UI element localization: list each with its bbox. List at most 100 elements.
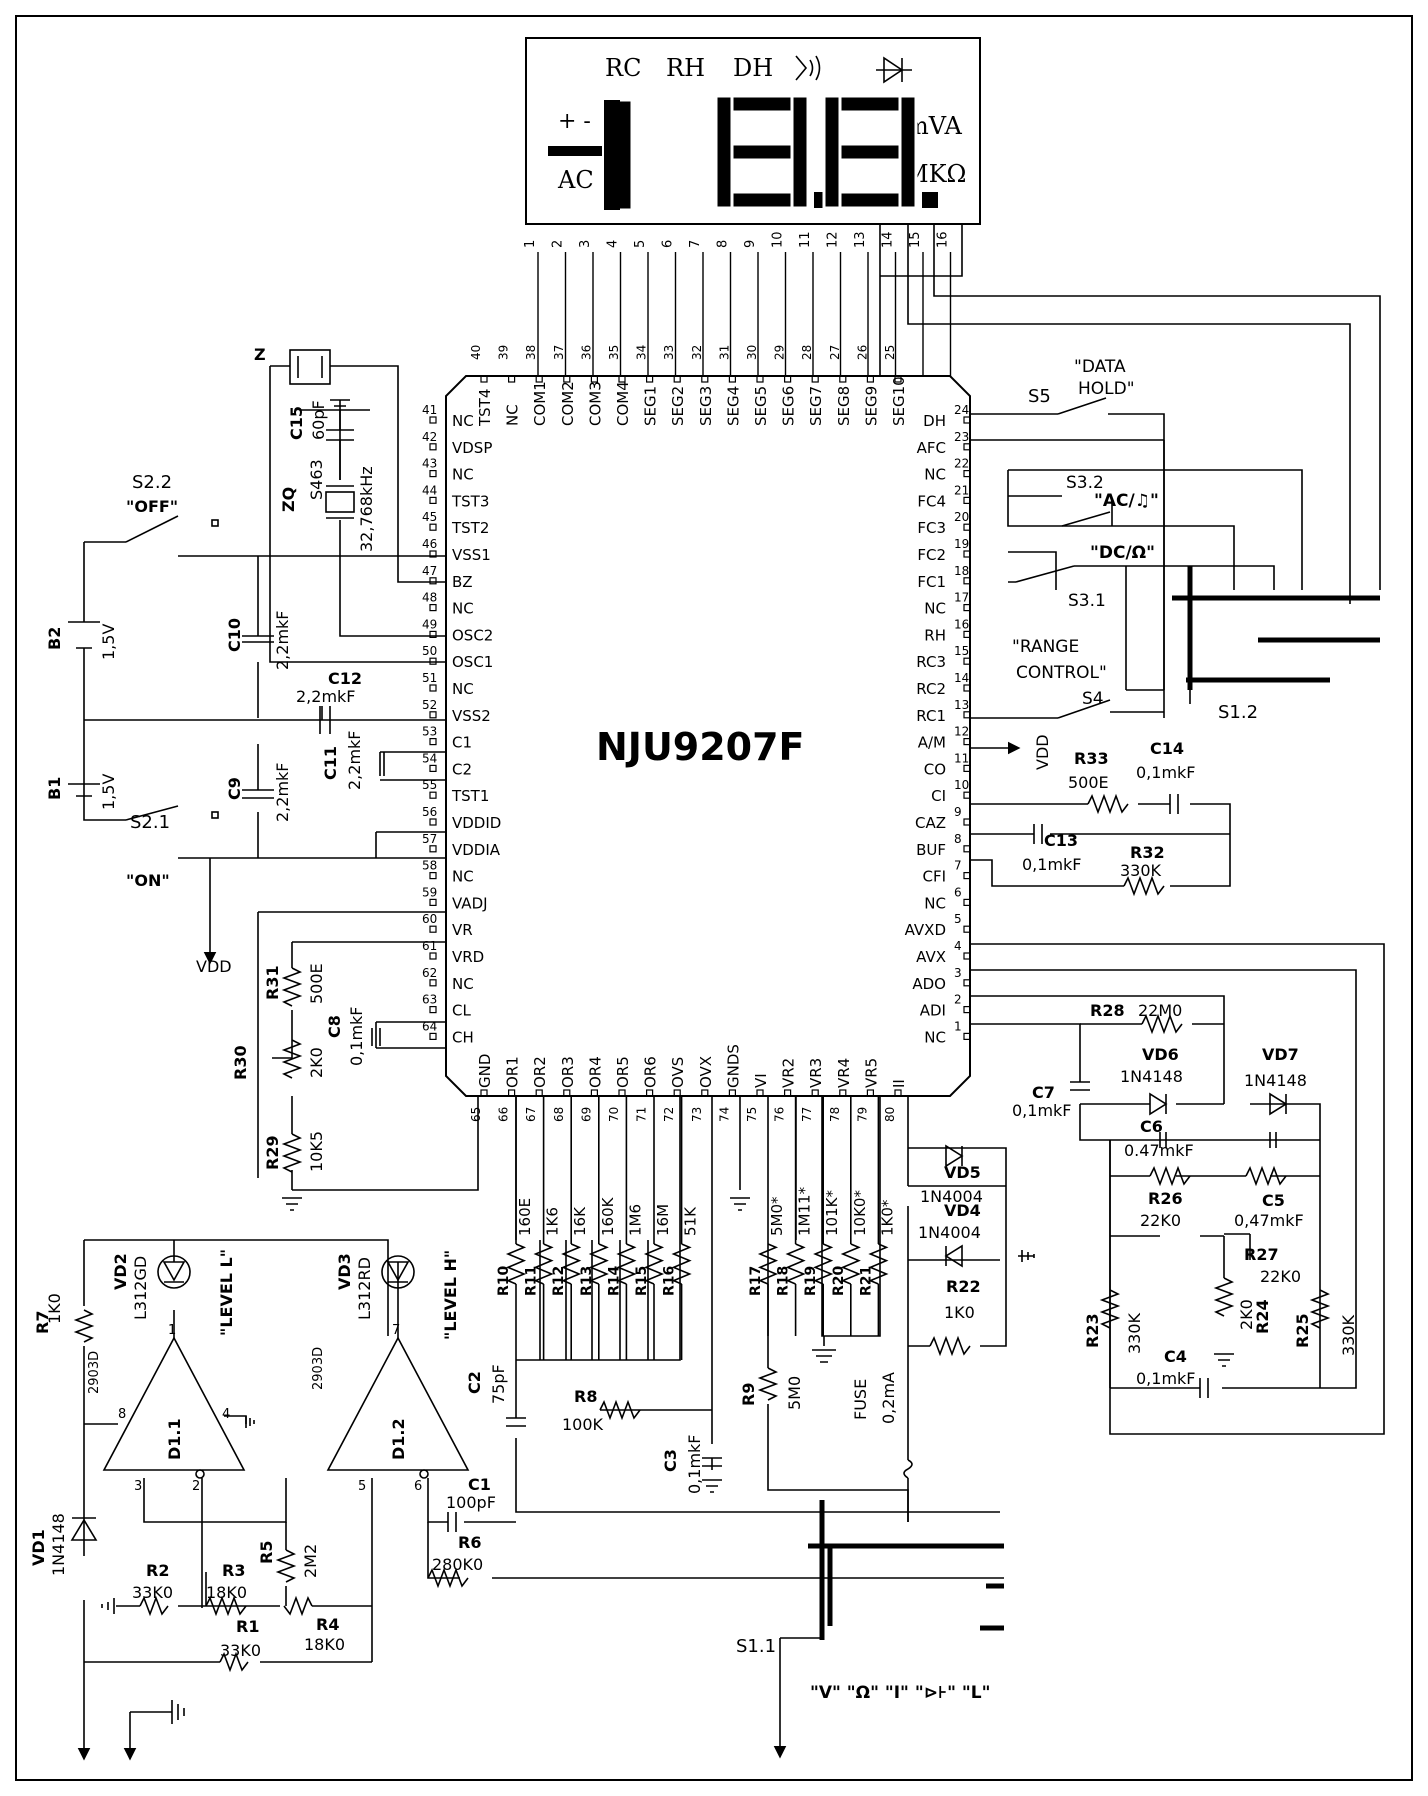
label-fuse: FUSE bbox=[851, 1379, 870, 1420]
chip-pin-label-56: VDDID bbox=[452, 814, 501, 832]
chip-pin-num-13: 13 bbox=[954, 698, 969, 712]
chip-pin-label-19: FC2 bbox=[917, 546, 946, 564]
lcd-pin-16: 16 bbox=[936, 231, 951, 248]
label-r33: R33 bbox=[1074, 749, 1109, 768]
chip-pin-label-10: CI bbox=[931, 787, 946, 805]
chip-pin-num-40: 40 bbox=[469, 345, 483, 360]
chip-pin-num-33: 33 bbox=[662, 345, 676, 360]
label-c3-val: 0,1mkF bbox=[685, 1435, 704, 1495]
label-vd3-val: L312RD bbox=[355, 1257, 374, 1320]
chip-pin-label-26: SEG9 bbox=[862, 386, 880, 426]
label-s11: S1.1 bbox=[736, 1636, 776, 1657]
chip-pin-num-15: 15 bbox=[954, 644, 969, 658]
label-vd2-val: L312GD bbox=[131, 1256, 150, 1320]
label-r27: R27 bbox=[1244, 1245, 1279, 1264]
chip-pin-num-29: 29 bbox=[773, 345, 787, 360]
label-r6: R6 bbox=[458, 1533, 481, 1552]
label-c7-val: 0,1mkF bbox=[1012, 1101, 1072, 1120]
label-r31: R31 bbox=[263, 965, 282, 1000]
shunt-res-name: R21 bbox=[858, 1266, 874, 1296]
range-res-val: 1M6 bbox=[626, 1204, 644, 1236]
chip-pin-label-8: BUF bbox=[916, 841, 946, 859]
chip-pin-label-41: NC bbox=[452, 412, 474, 430]
label-modes: "V" "Ω" "I" "⊳⊦" "L" bbox=[810, 1683, 990, 1703]
label-c4-val: 0,1mkF bbox=[1136, 1369, 1196, 1388]
label-r24: R24 bbox=[1253, 1299, 1272, 1334]
label-r4-val: 18K0 bbox=[304, 1635, 345, 1654]
range-res-name: R13 bbox=[579, 1266, 595, 1296]
chip-pin-num-61: 61 bbox=[422, 939, 437, 953]
label-r3: R3 bbox=[222, 1561, 245, 1580]
label-level-h: "LEVEL H" bbox=[441, 1250, 460, 1340]
chip-pin-num-22: 22 bbox=[954, 457, 969, 471]
chip-pin-label-31: SEG4 bbox=[724, 386, 742, 426]
label-c13: C13 bbox=[1044, 831, 1078, 850]
chip-pin-label-35: COM4 bbox=[614, 381, 632, 426]
chip-pin-label-22: NC bbox=[924, 466, 946, 484]
chip-pin-label-49: OSC2 bbox=[452, 626, 493, 644]
label-s31: S3.1 bbox=[1068, 591, 1106, 611]
crystal-z bbox=[289, 349, 331, 385]
label-r7-val: 1K0 bbox=[45, 1293, 64, 1324]
label-c6: C6 bbox=[1140, 1117, 1163, 1136]
label-d11: D1.1 bbox=[165, 1418, 184, 1460]
chip-pin-num-6: 6 bbox=[954, 885, 962, 899]
label-r33-val: 500E bbox=[1068, 773, 1109, 792]
chip-pin-num-43: 43 bbox=[422, 457, 437, 471]
chip-pin-label-12: A/M bbox=[918, 734, 946, 752]
chip-pin-num-20: 20 bbox=[954, 510, 969, 524]
label-vd7: VD7 bbox=[1262, 1045, 1299, 1064]
chip-pin-num-67: 67 bbox=[524, 1107, 538, 1122]
chip-pin-label-13: RC1 bbox=[916, 707, 946, 725]
label-ic2: 2903D bbox=[311, 1347, 326, 1390]
chip-pin-label-51: NC bbox=[452, 680, 474, 698]
chip-pin-num-44: 44 bbox=[422, 483, 437, 497]
lcd-pin-4: 4 bbox=[606, 240, 621, 248]
pin-3: 3 bbox=[134, 1479, 142, 1494]
label-r7: R7 bbox=[33, 1311, 52, 1334]
lcd-pin-5: 5 bbox=[633, 240, 648, 248]
chip-pin-label-38: COM1 bbox=[531, 381, 549, 426]
lcd-pin-14: 14 bbox=[881, 231, 896, 248]
label-r28-val: 22M0 bbox=[1138, 1001, 1182, 1020]
shunt-res-val: 10K0* bbox=[851, 1190, 869, 1236]
label-c6-val: 0.47mkF bbox=[1124, 1141, 1194, 1160]
chip-name: NJU9207F bbox=[596, 725, 805, 769]
chip-pin-label-74: GNDS bbox=[724, 1044, 742, 1088]
label-vd6-val: 1N4148 bbox=[1120, 1067, 1183, 1086]
chip-pin-num-71: 71 bbox=[635, 1107, 649, 1122]
chip-pin-num-78: 78 bbox=[828, 1107, 842, 1122]
label-r4: R4 bbox=[316, 1615, 339, 1634]
chip-pin-num-30: 30 bbox=[745, 345, 759, 360]
label-r28: R28 bbox=[1090, 1001, 1125, 1020]
label-r32: R32 bbox=[1130, 843, 1165, 862]
label-c9-val: 2,2mkF bbox=[273, 763, 292, 823]
chip-pin-num-65: 65 bbox=[469, 1107, 483, 1122]
lcd-pin-9: 9 bbox=[743, 240, 758, 248]
chip-pin-label-29: SEG6 bbox=[780, 386, 798, 426]
shunt-res-val: 1K0* bbox=[878, 1199, 896, 1236]
pin-2: 2 bbox=[192, 1479, 200, 1494]
lcd-pin-10: 10 bbox=[771, 231, 786, 248]
chip-pin-label-47: BZ bbox=[452, 573, 473, 591]
chip-pin-label-59: VADJ bbox=[452, 894, 488, 912]
range-res-val: 16M bbox=[654, 1204, 672, 1236]
chip-pin-num-77: 77 bbox=[800, 1107, 814, 1122]
chip-pin-num-49: 49 bbox=[422, 617, 437, 631]
chip-pin-num-14: 14 bbox=[954, 671, 969, 685]
label-c8-val: 0,1mkF bbox=[347, 1007, 366, 1067]
lcd-pin-1: 1 bbox=[523, 240, 538, 248]
range-res-name: R15 bbox=[634, 1266, 650, 1296]
chip-pin-label-45: TST2 bbox=[451, 519, 489, 537]
chip-pin-label-48: NC bbox=[452, 600, 474, 618]
label-data-hold-2: HOLD" bbox=[1078, 379, 1135, 399]
chip-pin-num-19: 19 bbox=[954, 537, 969, 551]
chip-pin-label-76: VR2 bbox=[780, 1058, 798, 1088]
range-resistor-R15: R15 16M bbox=[634, 1096, 672, 1360]
